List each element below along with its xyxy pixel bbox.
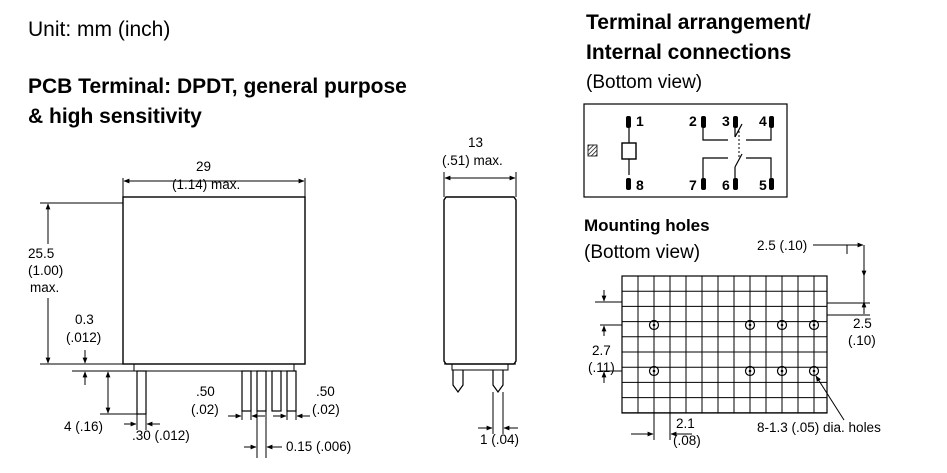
front-pin-length: 4 (.16) bbox=[64, 419, 104, 434]
mount-right-in: (.10) bbox=[848, 333, 876, 348]
front-height-max: max. bbox=[30, 280, 60, 295]
front-pitch-b-in: (.02) bbox=[312, 402, 340, 417]
front-height-mm: 25.5 bbox=[28, 246, 55, 261]
side-pin-right bbox=[492, 370, 504, 394]
front-pitch-a-mm: .50 bbox=[196, 384, 215, 399]
coil bbox=[621, 142, 637, 160]
pin-label-3: 3 bbox=[722, 113, 730, 129]
mounting-view-label: (Bottom view) bbox=[584, 242, 701, 263]
terminal-frame bbox=[583, 103, 788, 198]
contacts-lower bbox=[702, 153, 772, 178]
front-thickness: 0.15 (.006) bbox=[286, 439, 352, 454]
pin-label-5: 5 bbox=[759, 177, 767, 193]
pin-label-1: 1 bbox=[636, 113, 644, 129]
pcb-title-line1: PCB Terminal: DPDT, general purpose bbox=[28, 75, 407, 98]
side-relay-body bbox=[443, 196, 517, 365]
front-standoff-mm: 0.3 bbox=[75, 312, 94, 327]
pin-label-8: 8 bbox=[636, 177, 644, 193]
mount-right-mm: 2.5 bbox=[853, 316, 872, 331]
front-standoff-in: (.012) bbox=[66, 330, 102, 345]
front-pin-width: .30 (.012) bbox=[132, 428, 190, 443]
side-view bbox=[443, 172, 518, 434]
pcb-title-line2: & high sensitivity bbox=[28, 105, 202, 128]
side-pin-left bbox=[452, 370, 464, 394]
mount-bottom-in: (.08) bbox=[673, 433, 701, 448]
terminal-pins bbox=[626, 116, 774, 190]
front-relay-body bbox=[122, 196, 306, 365]
contacts-upper bbox=[702, 123, 772, 141]
pin-label-4: 4 bbox=[759, 113, 767, 129]
pin-label-7: 7 bbox=[689, 177, 697, 193]
terminal-title-line1: Terminal arrangement/ bbox=[586, 11, 811, 34]
pin-label-2: 2 bbox=[689, 113, 697, 129]
mount-top-spacing: 2.5 (.10) bbox=[757, 238, 808, 253]
mount-holes bbox=[648, 319, 820, 377]
mount-holes-label: 8-1.3 (.05) dia. holes bbox=[757, 420, 881, 435]
front-height-in: (1.00) bbox=[28, 263, 64, 278]
mount-left-mm: 2.7 bbox=[592, 343, 611, 358]
front-width-mm: 29 bbox=[196, 159, 212, 174]
unit-label: Unit: mm (inch) bbox=[28, 18, 171, 41]
side-depth-in: (.51) max. bbox=[442, 153, 503, 168]
front-view bbox=[40, 178, 310, 458]
front-pins bbox=[136, 370, 297, 415]
mounting-grid bbox=[595, 242, 870, 440]
front-pitch-b-mm: .50 bbox=[316, 384, 335, 399]
side-pin-width: 1 (.04) bbox=[480, 432, 520, 447]
mounting-title: Mounting holes bbox=[584, 216, 710, 235]
side-depth-mm: 13 bbox=[468, 135, 484, 150]
mount-bottom-mm: 2.1 bbox=[676, 416, 695, 431]
terminal-view-label: (Bottom view) bbox=[586, 72, 703, 93]
terminal-diagram bbox=[583, 103, 788, 198]
front-base bbox=[133, 363, 295, 372]
pin-label-6: 6 bbox=[722, 177, 730, 193]
hatch-mark bbox=[587, 144, 598, 157]
front-pitch-a-in: (.02) bbox=[191, 402, 219, 417]
terminal-title-line2: Internal connections bbox=[586, 41, 792, 64]
